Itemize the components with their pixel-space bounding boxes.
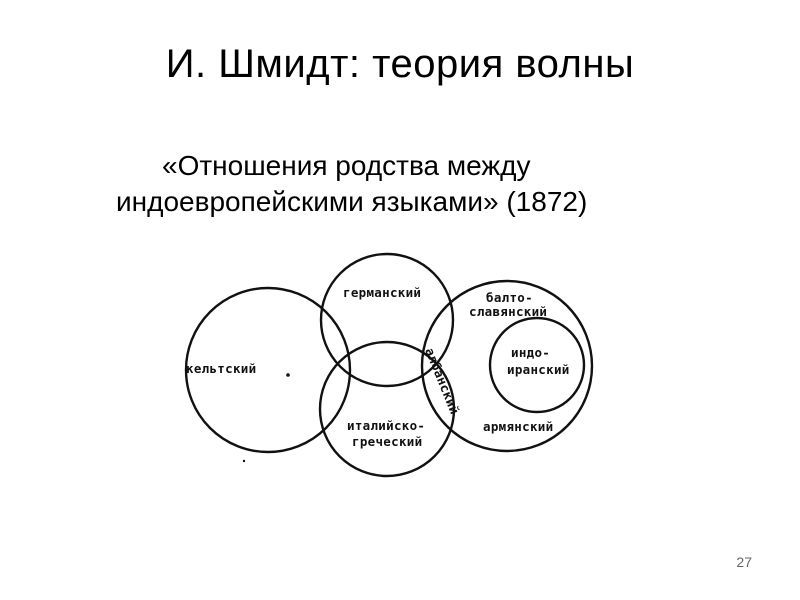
label-armenian: армянский [483,419,553,434]
label-balto-slavic-1: балто- [486,290,533,305]
subtitle-line-1: «Отношения родства между [162,150,531,181]
label-germanic: германский [343,285,421,300]
slide-subtitle: «Отношения родства между индоевропейским… [110,148,750,220]
stray-dot [242,459,246,463]
label-balto-slavic-2: славянский [469,304,547,319]
label-italo-greek-1: италийско- [347,418,425,433]
subtitle-line-2: индоевропейскими языками» (1872) [116,186,588,217]
label-indo-iranian-2: иранский [507,362,570,377]
page-number: 27 [736,554,752,570]
label-italo-greek-2: греческий [352,434,422,449]
balto-slavic-circle [420,279,594,453]
indo-iranian-circle [488,316,586,414]
label-indo-iranian-1: индо- [511,345,550,360]
label-celtic: кельтский [186,361,256,376]
italo-greek-circle [318,340,456,478]
celtic-dot [286,373,290,377]
germanic-circle [319,252,455,388]
celtic-circle [184,286,352,454]
slide-title: И. Шмидт: теория волны [165,42,635,86]
